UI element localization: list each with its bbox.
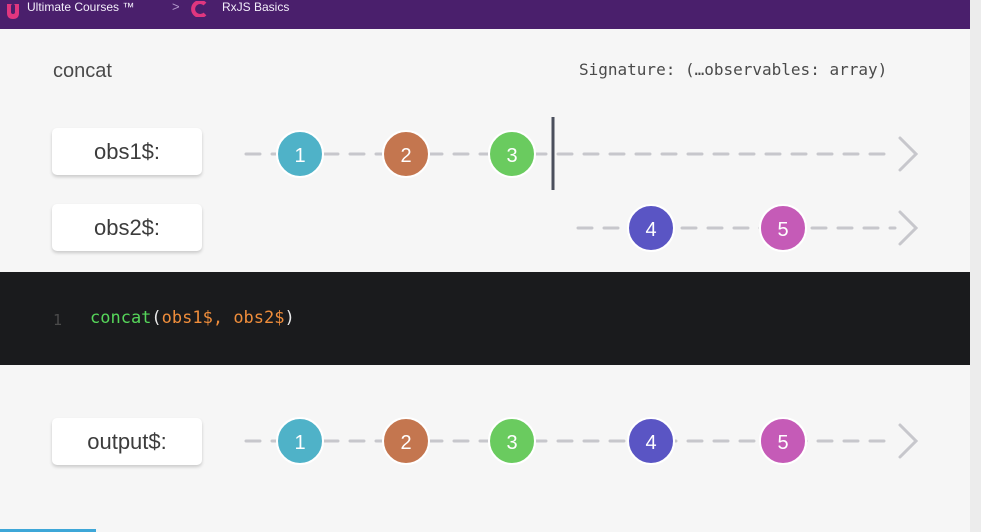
breadcrumb-ultimate-courses[interactable]: Ultimate Courses ™	[27, 0, 135, 14]
obs1-marbles: 1 2 3	[276, 130, 536, 178]
obs2-marbles: 4 5	[627, 204, 807, 252]
output-label: output$:	[52, 418, 202, 465]
breadcrumb-separator: >	[172, 0, 180, 14]
code-close-paren: )	[284, 308, 295, 328]
marble-label: 5	[777, 219, 788, 241]
output-arrow-head	[898, 423, 919, 459]
code-open-paren: (	[151, 308, 162, 328]
right-scroll-strip	[970, 0, 981, 532]
marble-label: 4	[645, 219, 656, 241]
marble-4	[627, 417, 675, 465]
code-panel	[0, 272, 970, 365]
obs1-arrow-head	[898, 136, 919, 172]
code-line-number: 1	[53, 311, 63, 329]
obs2-arrow-head	[898, 210, 919, 246]
obs1-label: obs1$:	[52, 128, 202, 175]
code-line: concat(obs1$, obs2$)	[90, 308, 295, 328]
marble-1	[276, 130, 324, 178]
code-arguments: obs1$, obs2$	[161, 308, 285, 328]
marble-4	[627, 204, 675, 252]
output-marbles: 1 2 3 4 5	[276, 417, 807, 465]
slide-title: concat	[53, 60, 112, 82]
marble-1	[276, 417, 324, 465]
rxjs-icon	[191, 1, 207, 17]
marble-label: 5	[777, 432, 788, 454]
marble-3	[488, 130, 536, 178]
progress-accent	[0, 529, 96, 532]
marble-label: 3	[506, 145, 517, 167]
ultimate-courses-logo-icon[interactable]	[5, 4, 21, 20]
marble-label: 4	[645, 432, 656, 454]
marble-5	[759, 417, 807, 465]
marble-label: 3	[506, 432, 517, 454]
top-bar: Ultimate Courses ™ > RxJS Basics	[0, 0, 970, 29]
marble-3	[488, 417, 536, 465]
marble-2	[382, 417, 430, 465]
obs2-label: obs2$:	[52, 204, 202, 251]
code-function: concat	[90, 308, 152, 328]
marble-label: 2	[400, 145, 411, 167]
marble-2	[382, 130, 430, 178]
signature-text: Signature: (…observables: array)	[579, 60, 888, 79]
marble-5	[759, 204, 807, 252]
marble-label: 1	[294, 145, 305, 167]
breadcrumb-rxjs-basics[interactable]: RxJS Basics	[222, 0, 290, 14]
marble-label: 1	[294, 432, 305, 454]
marble-label: 2	[400, 432, 411, 454]
